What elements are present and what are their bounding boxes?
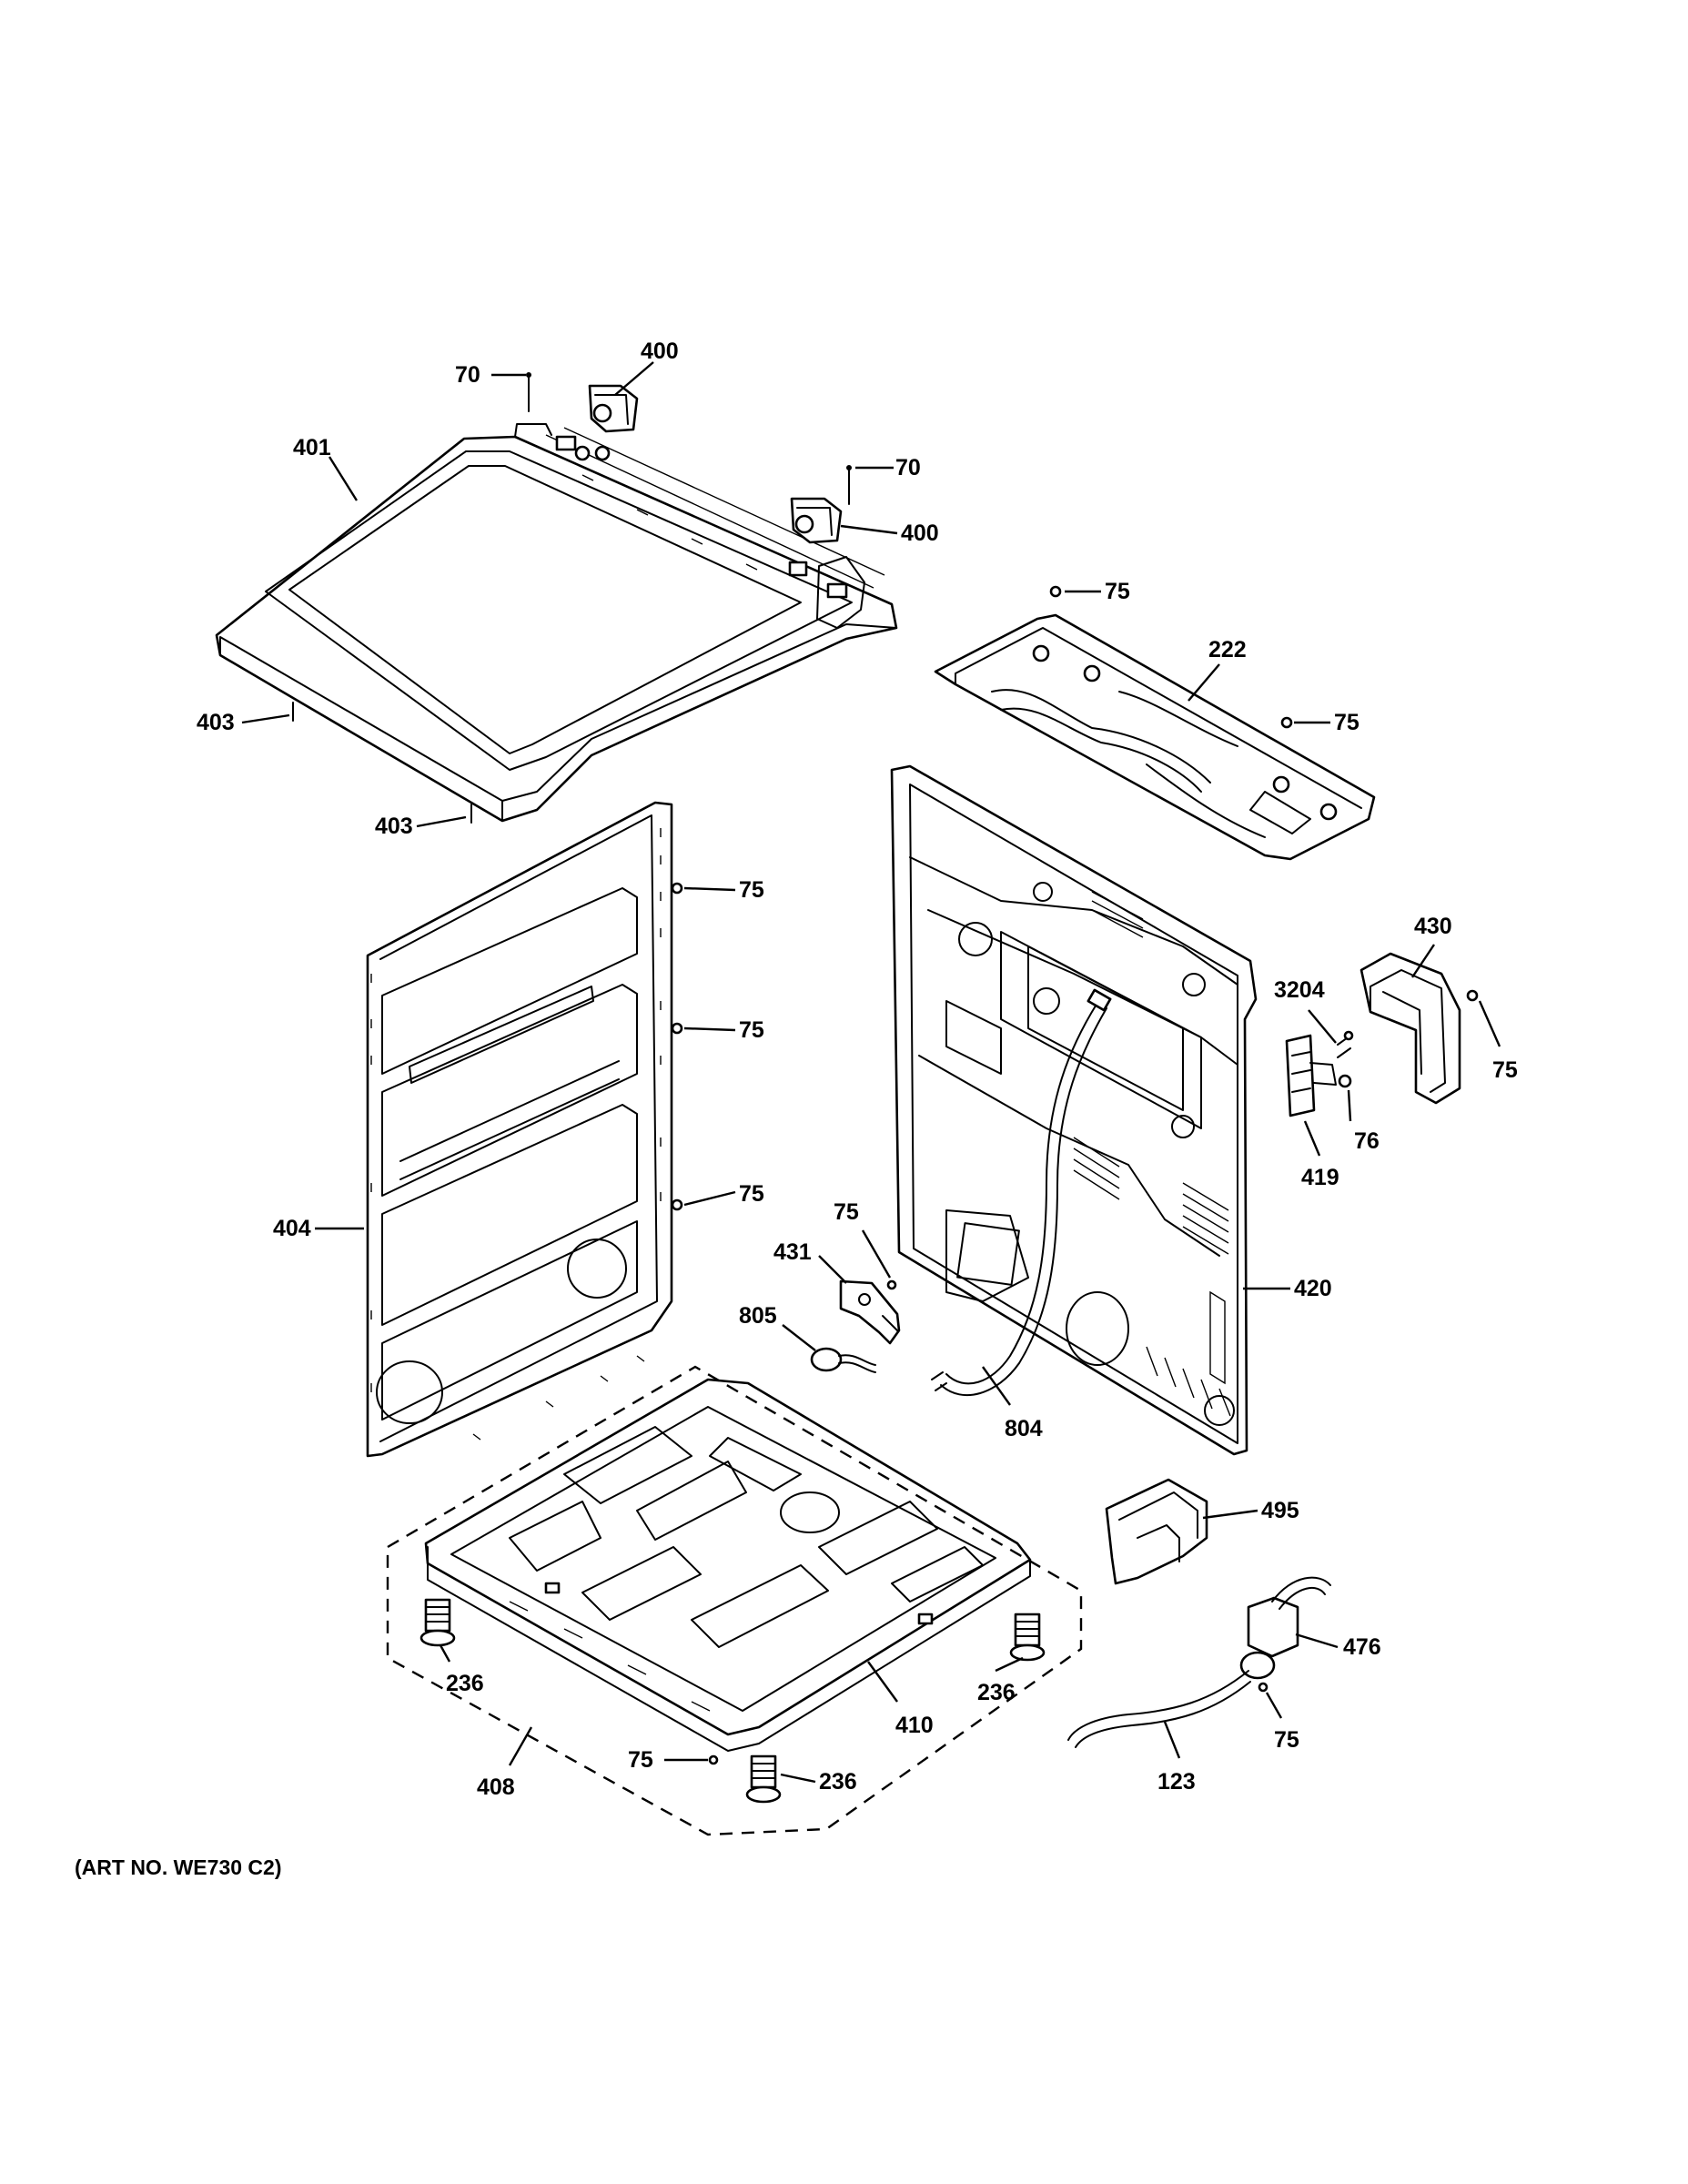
screw-75-cover [1466, 989, 1479, 1002]
screw-75-side-1 [671, 882, 683, 895]
callout-410: 410 [895, 1713, 934, 1738]
callout-75: 75 [739, 1017, 764, 1043]
mounting-bracket [839, 1279, 901, 1345]
callout-70: 70 [895, 455, 921, 480]
water-valve [1239, 1576, 1331, 1680]
callout-75: 75 [1334, 710, 1359, 735]
callout-400: 400 [641, 339, 679, 364]
screw-75-side-2 [671, 1022, 683, 1035]
callout-75: 75 [834, 1199, 859, 1225]
callout-75: 75 [739, 877, 764, 903]
callout-75: 75 [1274, 1727, 1299, 1753]
callout-3204: 3204 [1274, 977, 1325, 1003]
callout-805: 805 [739, 1303, 777, 1329]
screw-75-brace-2 [1280, 716, 1293, 729]
screw-75-brace-1 [1049, 585, 1062, 598]
screw-70-upper [526, 372, 531, 412]
screw-3204 [1337, 1030, 1354, 1058]
callout-75: 75 [739, 1181, 764, 1207]
callout-403: 403 [375, 814, 413, 839]
top-brace [934, 613, 1376, 861]
callout-476: 476 [1343, 1634, 1381, 1660]
callout-236: 236 [977, 1680, 1016, 1705]
screw-75-side-3 [671, 1198, 683, 1211]
callout-495: 495 [1261, 1498, 1299, 1523]
callout-236: 236 [446, 1671, 484, 1696]
callout-236: 236 [819, 1769, 857, 1795]
screw-70-lower [846, 465, 852, 505]
callout-420: 420 [1294, 1276, 1332, 1301]
thermal-sensor [810, 1347, 876, 1373]
callout-403: 403 [197, 710, 235, 735]
art-number: (ART NO. WE730 C2) [75, 1855, 281, 1879]
callout-431: 431 [773, 1239, 812, 1265]
leader-lines [241, 361, 1501, 1784]
inlet-hose [1067, 1670, 1251, 1748]
screw-75-bracket [886, 1279, 897, 1290]
base-assembly [424, 1378, 1032, 1752]
assembly-outline [386, 1365, 1083, 1836]
terminal-cover [1359, 952, 1461, 1105]
callout-419: 419 [1301, 1165, 1339, 1190]
callout-430: 430 [1414, 914, 1452, 939]
terminal-block [1285, 1034, 1337, 1117]
gas-valve-bracket [1105, 1478, 1208, 1585]
callout-401: 401 [293, 435, 331, 460]
callout-75: 75 [1492, 1057, 1518, 1083]
callout-76: 76 [1354, 1128, 1380, 1154]
hinge-lower [790, 497, 843, 544]
top-panel [215, 423, 898, 823]
screw-76 [1338, 1074, 1352, 1088]
screw-75-base [708, 1754, 719, 1765]
callout-75: 75 [1105, 579, 1130, 604]
callout-408: 408 [477, 1774, 515, 1800]
callout-400: 400 [901, 521, 939, 546]
callout-70: 70 [455, 362, 480, 388]
side-panel [366, 801, 673, 1458]
leveling-leg-right [1009, 1613, 1046, 1662]
callout-404: 404 [273, 1216, 311, 1241]
callout-75: 75 [628, 1747, 653, 1773]
rear-panel [890, 764, 1258, 1456]
hinge-upper [588, 384, 639, 433]
callout-222: 222 [1208, 637, 1247, 662]
leveling-leg-left [419, 1598, 456, 1647]
callout-123: 123 [1157, 1769, 1196, 1795]
leveling-leg-front [745, 1754, 782, 1804]
callout-804: 804 [1005, 1416, 1043, 1441]
screw-75-valve [1258, 1682, 1269, 1693]
